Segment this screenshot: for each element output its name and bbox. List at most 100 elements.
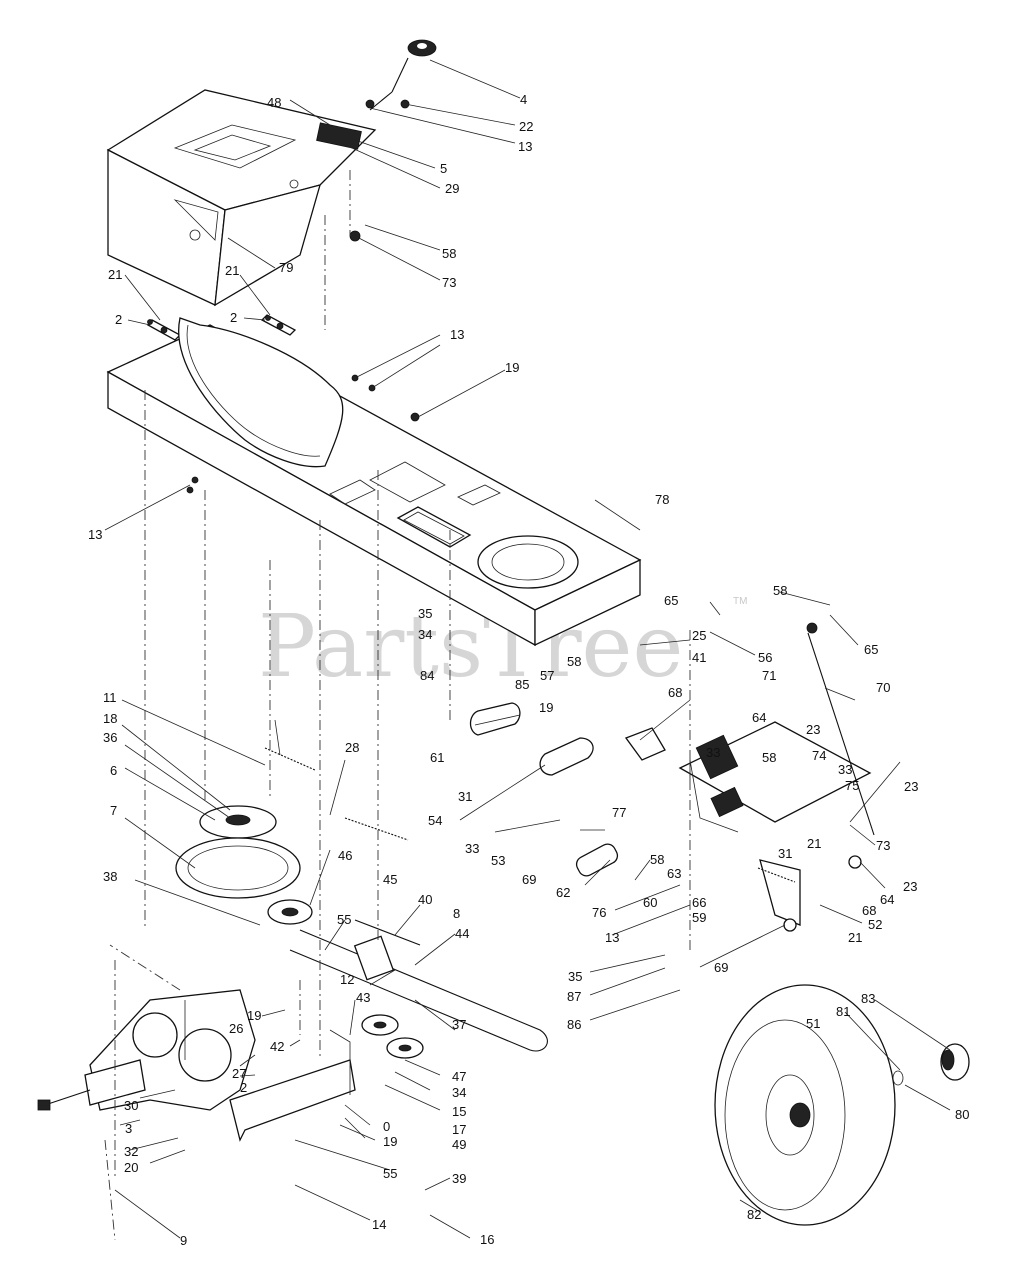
callout-45: 45: [383, 872, 397, 887]
callout-64: 64: [752, 710, 766, 725]
callout-28: 28: [345, 740, 359, 755]
callout-13: 13: [518, 139, 532, 154]
pulleys: [175, 805, 424, 1059]
callout-71: 71: [762, 668, 776, 683]
callout-13: 13: [450, 327, 464, 342]
callout-75: 75: [845, 778, 859, 793]
callout-33: 33: [465, 841, 479, 856]
callout-66: 66: [692, 895, 706, 910]
callout-56: 56: [758, 650, 772, 665]
callout-34: 34: [452, 1085, 466, 1100]
callout-2: 2: [115, 312, 122, 327]
callout-55: 55: [337, 912, 351, 927]
callout-4: 4: [520, 92, 527, 107]
callout-25: 25: [692, 628, 706, 643]
lift-plate: [678, 721, 872, 932]
callout-43: 43: [356, 990, 370, 1005]
callout-7: 7: [110, 803, 117, 818]
callout-26: 26: [229, 1021, 243, 1036]
callout-46: 46: [338, 848, 352, 863]
callout-21: 21: [807, 836, 821, 851]
callout-68: 68: [668, 685, 682, 700]
callout-labels: 4 22 13 48 5 29 58 73 79 21 21 2 2 13 19…: [88, 92, 969, 1248]
callout-9: 9: [180, 1233, 187, 1248]
callout-60: 60: [643, 895, 657, 910]
callout-73: 73: [876, 838, 890, 853]
callout-40: 40: [418, 892, 432, 907]
callout-39: 39: [452, 1171, 466, 1186]
callout-33: 33: [838, 762, 852, 777]
callout-53: 53: [491, 853, 505, 868]
callout-23: 23: [806, 722, 820, 737]
callout-19: 19: [383, 1134, 397, 1149]
callout-65: 65: [664, 593, 678, 608]
callout-61: 61: [430, 750, 444, 765]
callout-48: 48: [267, 95, 281, 110]
transaxle: [37, 989, 356, 1142]
callout-81: 81: [836, 1004, 850, 1019]
watermark-text: PartsTree: [258, 597, 683, 697]
callout-69: 69: [522, 872, 536, 887]
callout-49: 49: [452, 1137, 466, 1152]
guide-lines: [104, 390, 691, 1241]
callout-54: 54: [428, 813, 442, 828]
callout-52: 52: [868, 917, 882, 932]
callout-27: 27: [232, 1066, 246, 1081]
callout-31: 31: [458, 789, 472, 804]
callout-23: 23: [903, 879, 917, 894]
callout-58: 58: [442, 246, 456, 261]
callout-11: 11: [103, 690, 117, 705]
callout-76: 76: [592, 905, 606, 920]
callout-30: 30: [124, 1098, 138, 1113]
rear-wheel: [714, 984, 970, 1226]
callout-15: 15: [452, 1104, 466, 1119]
callout-44: 44: [455, 926, 469, 941]
callout-41: 41: [692, 650, 706, 665]
callout-13: 13: [605, 930, 619, 945]
callout-87: 87: [567, 989, 581, 1004]
callout-8: 8: [453, 906, 460, 921]
callout-31: 31: [778, 846, 792, 861]
callout-5: 5: [440, 161, 447, 176]
callout-29: 29: [445, 181, 459, 196]
dash-brackets: [147, 314, 297, 341]
callout-20: 20: [124, 1160, 138, 1175]
callout-64: 64: [880, 892, 894, 907]
callout-85: 85: [515, 677, 529, 692]
callout-55: 55: [383, 1166, 397, 1181]
callout-6: 6: [110, 763, 117, 778]
callout-14: 14: [372, 1217, 386, 1232]
callout-2: 2: [240, 1080, 247, 1095]
callout-84: 84: [420, 668, 434, 683]
callout-19: 19: [247, 1008, 261, 1023]
callout-18: 18: [103, 711, 117, 726]
callout-22: 22: [519, 119, 533, 134]
callout-51: 51: [806, 1016, 820, 1031]
callout-57: 57: [540, 668, 554, 683]
dash-panel: [106, 89, 377, 330]
callout-35: 35: [418, 606, 432, 621]
callout-2: 2: [230, 310, 237, 325]
callout-69: 69: [714, 960, 728, 975]
callout-65: 65: [864, 642, 878, 657]
callout-62: 62: [556, 885, 570, 900]
callout-82: 82: [747, 1207, 761, 1222]
callout-34: 34: [418, 627, 432, 642]
callout-74: 74: [812, 748, 826, 763]
callout-80: 80: [955, 1107, 969, 1122]
callout-77: 77: [612, 805, 626, 820]
callout-58: 58: [762, 750, 776, 765]
callout-58: 58: [567, 654, 581, 669]
belt-guides: [469, 702, 666, 877]
callout-47: 47: [452, 1069, 466, 1084]
callout-83: 83: [861, 991, 875, 1006]
callout-32: 32: [124, 1144, 138, 1159]
callout-38: 38: [103, 869, 117, 884]
callout-58: 58: [650, 852, 664, 867]
callout-73: 73: [442, 275, 456, 290]
callout-68: 68: [862, 903, 876, 918]
callout-59: 59: [692, 910, 706, 925]
callout-13: 13: [88, 527, 102, 542]
callout-36: 36: [103, 730, 117, 745]
